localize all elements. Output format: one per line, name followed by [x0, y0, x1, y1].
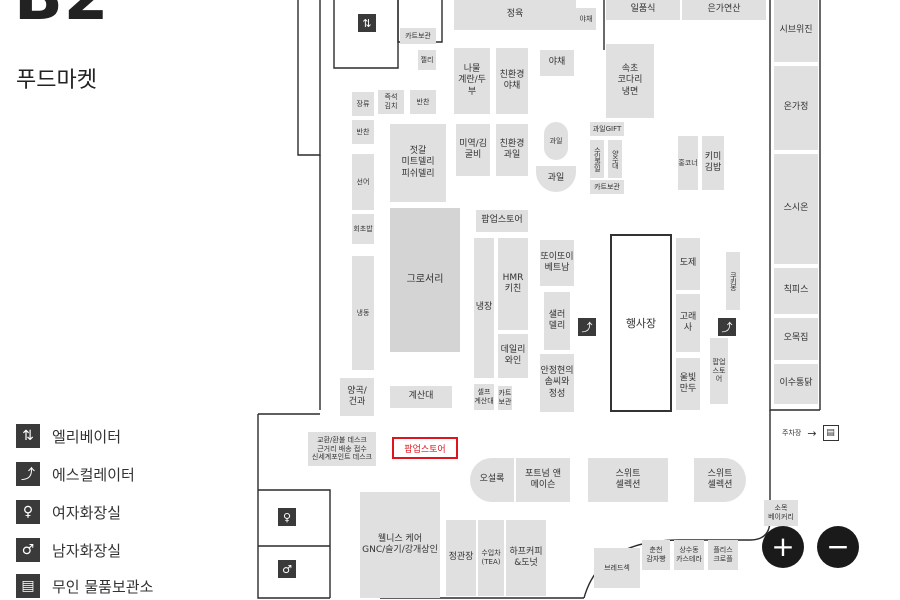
legend-item-womens-restroom: ♀ 여자화장실 [16, 499, 121, 525]
store-chinhwan-gwail[interactable]: 친환경 과일 [496, 124, 528, 176]
store-brasek[interactable]: 브레드섹 [594, 548, 640, 588]
store-grocery[interactable]: 그로서리 [390, 208, 460, 352]
womens-restroom-icon[interactable]: ♀ [278, 508, 296, 526]
store-osulrok[interactable]: 오설록 [470, 458, 514, 502]
store-ilpumsik[interactable]: 일품식 [606, 0, 680, 20]
store-ulbit[interactable]: 울빛 만두 [676, 358, 700, 410]
zoom-out-button[interactable]: − [817, 526, 859, 568]
legend-label: 에스컬레이터 [52, 465, 135, 484]
elevator-icon[interactable]: ⇅ [358, 14, 376, 32]
escalator-icon[interactable]: ⤴ [718, 318, 736, 336]
store-hapul[interactable]: 하프커피 &도넛 [506, 520, 546, 596]
store-cart-mid[interactable]: 카트보관 [590, 180, 624, 194]
store-cart-top[interactable]: 카트보관 [400, 28, 436, 44]
store-yachae-top[interactable]: 야채 [576, 8, 596, 30]
parking-direction[interactable]: 주차장 → ▤ [782, 425, 839, 441]
store-exchange[interactable]: 교환/환불 데스크 근거리 배송 접수 신세계포인트 데스크 [308, 432, 376, 466]
locker-icon: ▤ [822, 425, 839, 441]
store-hmr[interactable]: HMR 키친 [498, 238, 528, 330]
legend-label: 여자화장실 [52, 503, 122, 522]
womens-restroom-icon: ♀ [16, 500, 40, 524]
store-isudong[interactable]: 이수통닭 [774, 364, 818, 404]
store-omokjip[interactable]: 오목집 [774, 318, 818, 360]
store-ttoi[interactable]: 또이또이 베트남 [540, 240, 574, 286]
locker-icon: ▤ [16, 574, 40, 598]
store-banchan-left[interactable]: 반찬 [352, 120, 374, 144]
legend-label: 남자화장실 [52, 541, 122, 560]
store-sujip[interactable]: 수입과일 [590, 140, 604, 178]
store-gwail-gift[interactable]: 과일GIFT [590, 122, 624, 136]
store-somuk[interactable]: 소목 베이커리 [764, 500, 798, 526]
parking-label: 주차장 [782, 429, 802, 437]
escalator-icon[interactable]: ⤴ [578, 318, 596, 336]
store-salad[interactable]: 샐러 델리 [544, 292, 570, 350]
elevator-icon: ⇅ [16, 424, 40, 448]
store-gyesandae[interactable]: 계산대 [390, 386, 452, 408]
store-ongajeong[interactable]: 온가정 [774, 66, 818, 150]
store-seoeo[interactable]: 선어 [352, 154, 374, 210]
floor-code: B2 [14, 0, 109, 30]
store-jeongyuk[interactable]: 정육 [454, 0, 576, 30]
store-gorae[interactable]: 고래사 [676, 294, 700, 352]
store-chikpis[interactable]: 칙피스 [774, 268, 818, 314]
legend-label: 엘리베이터 [52, 427, 122, 446]
store-popup-small[interactable]: 팝업 스토어 [710, 338, 728, 404]
store-naengjang[interactable]: 냉장 [474, 238, 494, 378]
store-chinhwan-yachae[interactable]: 친환경 야채 [496, 48, 528, 114]
store-sweet1[interactable]: 스위트 셀렉션 [588, 458, 668, 502]
zoom-in-button[interactable]: + [762, 526, 804, 568]
store-dojae[interactable]: 도제 [676, 238, 700, 290]
store-jeotgal[interactable]: 젓갈 미트델리 피쉬델리 [390, 124, 446, 202]
legend-item-mens-restroom: ♂ 남자화장실 [16, 537, 121, 563]
store-self[interactable]: 셀프 계산대 [474, 384, 494, 410]
store-sujipcha[interactable]: 수입차 (TEA) [478, 520, 504, 596]
store-banchan-top[interactable]: 반찬 [410, 90, 436, 114]
store-naengdong[interactable]: 냉동 [352, 256, 374, 370]
store-sokcho[interactable]: 속초 코다리 냉면 [606, 44, 654, 118]
store-kuki[interactable]: 쿠키몽 [726, 252, 740, 310]
store-sushion[interactable]: 스시온 [774, 154, 818, 264]
store-saengsun[interactable]: 은가연산 [682, 0, 766, 20]
store-yachae-mid[interactable]: 야채 [540, 50, 574, 76]
store-namul[interactable]: 나물 계란/두부 [454, 48, 490, 114]
mens-restroom-icon: ♂ [16, 538, 40, 562]
legend-label: 무인 물품보관소 [52, 577, 154, 596]
floor-name: 푸드마켓 [16, 68, 97, 93]
store-miyeok[interactable]: 미역/김 굴비 [456, 124, 490, 176]
store-jeonggwan[interactable]: 정관장 [446, 520, 476, 596]
store-jeoksik[interactable]: 즉석 김치 [378, 90, 404, 114]
legend-item-locker: ▤ 무인 물품보관소 [16, 573, 153, 599]
mens-restroom-icon[interactable]: ♂ [278, 560, 296, 578]
store-wellness[interactable]: 웰니스 케어 GNC/슬기/강개상인 [360, 492, 440, 598]
store-gwail-circle[interactable]: 과일 [544, 122, 568, 160]
store-hongkona[interactable]: 홍코너 [678, 136, 698, 190]
store-yanggok[interactable]: 양곡/ 건과 [340, 378, 374, 416]
escalator-icon: ⤴ [16, 462, 40, 486]
store-hoecho[interactable]: 회초밥 [352, 214, 374, 244]
event-hall[interactable]: 행사장 [610, 234, 672, 412]
store-jelly[interactable]: 젤리 [418, 50, 436, 70]
store-kimi[interactable]: 키미 김밥 [702, 136, 724, 190]
legend-item-escalator: ⤴ 에스컬레이터 [16, 461, 135, 487]
store-popup-upper[interactable]: 팝업스토어 [476, 210, 528, 232]
arrow-right-icon: → [807, 426, 817, 440]
store-daily[interactable]: 데일리 와인 [498, 334, 528, 378]
highlighted-store-popup[interactable]: 팝업스토어 [392, 437, 458, 459]
store-portnum[interactable]: 포트넘 앤 메이슨 [516, 458, 570, 502]
store-sangsudong[interactable]: 상수동 카스테라 [674, 540, 704, 570]
store-chunchun[interactable]: 춘천 감자빵 [642, 540, 670, 570]
store-anjeong[interactable]: 안정현의 솜씨와 정성 [540, 354, 574, 412]
store-cart-low[interactable]: 카트 보관 [498, 386, 512, 410]
store-yangsu[interactable]: 양수대 [608, 140, 622, 178]
store-sweet2[interactable]: 스위트 셀렉션 [694, 458, 746, 502]
store-pulisu[interactable]: 플리스 크로플 [708, 540, 738, 570]
store-jangryu[interactable]: 장류 [352, 92, 374, 116]
legend-item-elevator: ⇅ 엘리베이터 [16, 423, 121, 449]
store-sibu[interactable]: 시브위진 [774, 0, 818, 62]
